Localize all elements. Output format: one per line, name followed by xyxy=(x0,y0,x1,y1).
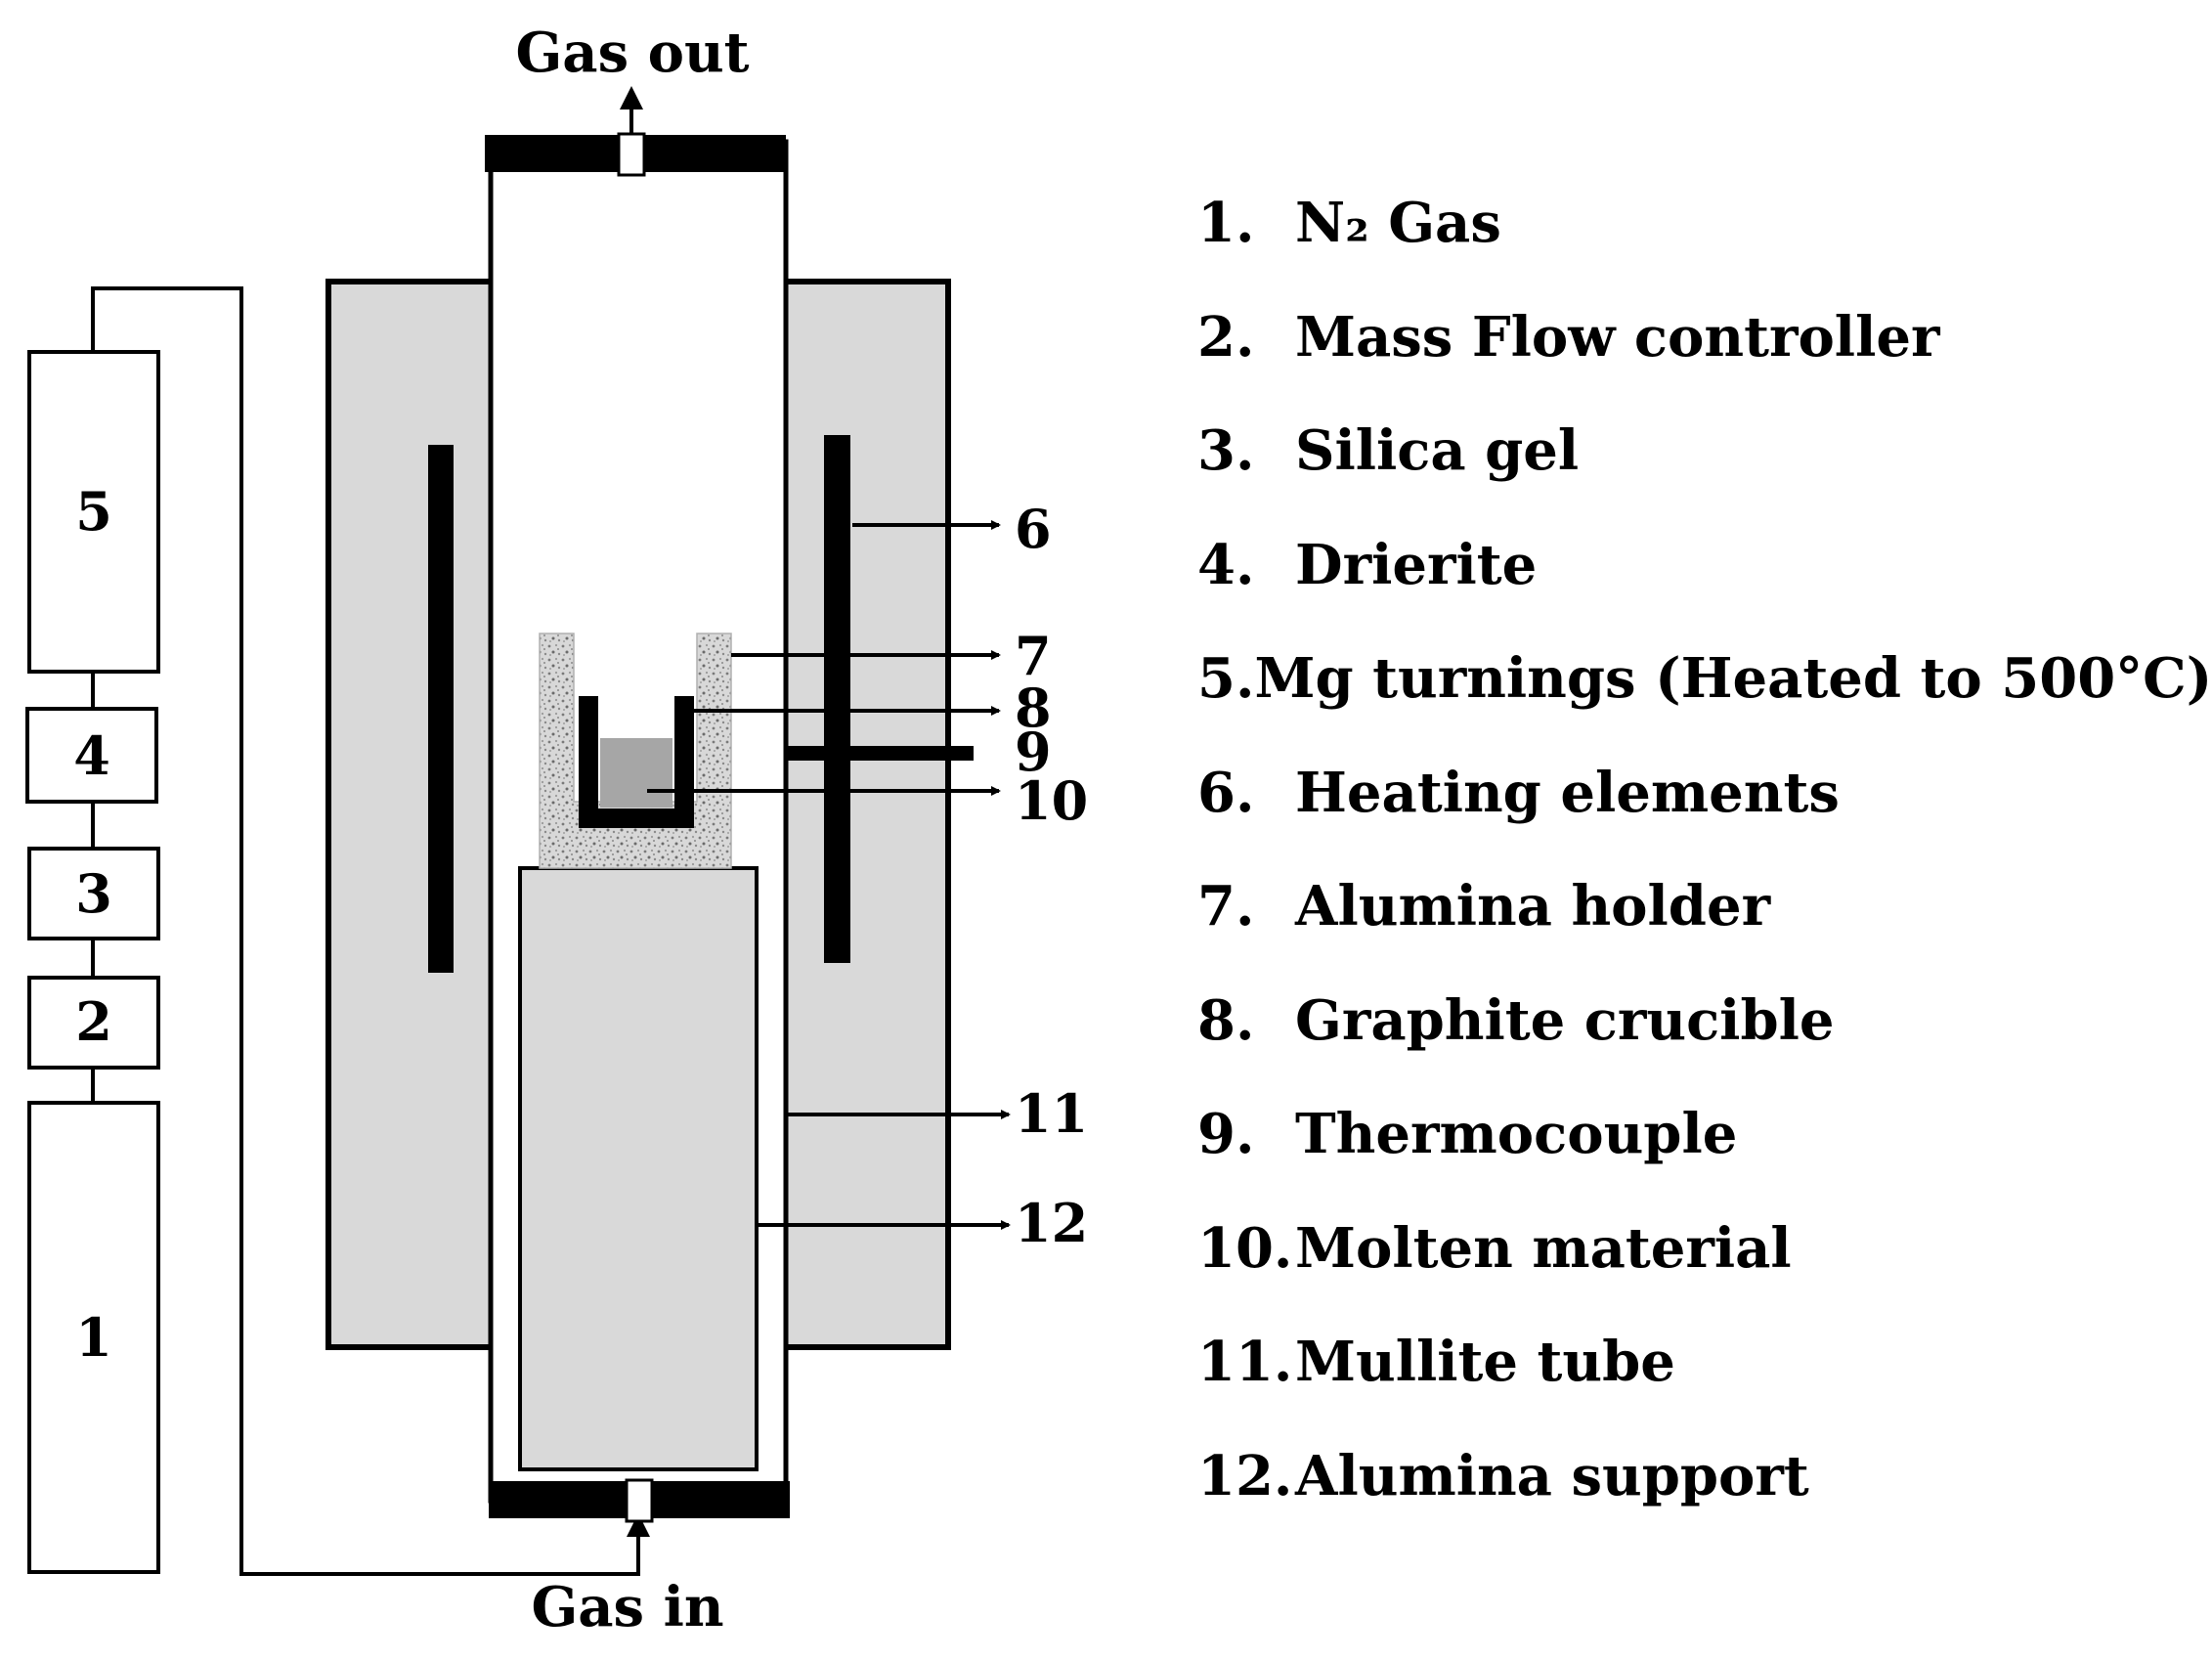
legend-num: 12. xyxy=(1197,1443,1293,1508)
legend-item: 3. Silica gel xyxy=(1197,394,2175,508)
legend-item: 12.Alumina support xyxy=(1197,1420,2175,1534)
legend-num: 11. xyxy=(1197,1330,1293,1394)
box-2-mass-flow-controller xyxy=(27,976,160,1070)
heating-element-left xyxy=(428,445,454,973)
gas-in-label: Gas in xyxy=(531,1575,723,1639)
box-5-mg-turnings xyxy=(27,350,160,674)
legend-text: Silica gel xyxy=(1295,418,1580,483)
callout-11: 11 xyxy=(1015,1082,1088,1145)
legend-text: N₂ Gas xyxy=(1295,191,1501,255)
molten-material xyxy=(600,738,672,808)
legend-num: 9. xyxy=(1197,1102,1255,1166)
legend-item: 7. Alumina holder xyxy=(1197,850,2175,964)
legend-text: Alumina support xyxy=(1295,1443,1809,1508)
legend-text: Mullite tube xyxy=(1295,1330,1675,1394)
legend-item: 9. Thermocouple xyxy=(1197,1077,2175,1192)
legend-text: Alumina holder xyxy=(1295,874,1771,939)
graphite-crucible xyxy=(579,696,694,828)
legend-item: 8. Graphite crucible xyxy=(1197,964,2175,1078)
callout-12: 12 xyxy=(1015,1192,1088,1254)
gas-in-port xyxy=(625,1478,654,1523)
legend-num: 10. xyxy=(1197,1215,1293,1281)
callout-leaders xyxy=(647,520,1011,1230)
legend-item: 2. Mass Flow controller xyxy=(1197,281,2175,395)
legend-item: 5.Mg turnings (Heated to 500°C) xyxy=(1197,622,2212,736)
furnace-left-wall xyxy=(325,279,496,1350)
legend-num: 7. xyxy=(1197,874,1255,939)
legend-item: 4. Drierite xyxy=(1197,508,2175,623)
legend-text: Drierite xyxy=(1295,532,1538,597)
heating-element-right xyxy=(824,435,850,963)
legend-text: Mg turnings (Heated to 500°C) xyxy=(1254,646,2212,711)
callout-9: 9 xyxy=(1015,721,1052,783)
legend: 1. N₂ Gas 2. Mass Flow controller 3. Silica… xyxy=(1197,166,2212,1534)
callout-7: 7 xyxy=(1015,625,1052,687)
legend-num: 6. xyxy=(1197,760,1255,825)
legend-num: 5. xyxy=(1197,646,1255,711)
box-label-1: 1 xyxy=(75,1306,112,1369)
box-3-silica-gel xyxy=(27,847,160,940)
legend-text: Heating elements xyxy=(1295,760,1840,825)
legend-text: Mass Flow controller xyxy=(1295,304,1940,370)
legend-item: 1. N₂ Gas xyxy=(1197,166,2175,281)
legend-item: 11.Mullite tube xyxy=(1197,1305,2175,1420)
gas-out-arrowhead xyxy=(620,86,643,109)
furnace-right-wall xyxy=(781,279,951,1350)
box-1-n2-gas xyxy=(27,1101,160,1574)
alumina-support xyxy=(518,866,759,1471)
callout-10: 10 xyxy=(1015,769,1088,832)
box-label-5: 5 xyxy=(75,480,112,543)
gas-tubing xyxy=(91,286,640,1576)
legend-text: Thermocouple xyxy=(1295,1102,1738,1166)
box-label-4: 4 xyxy=(73,724,110,787)
legend-text: Molten material xyxy=(1295,1215,1792,1281)
legend-num: 4. xyxy=(1197,532,1255,597)
legend-item: 10.Molten material xyxy=(1197,1192,2175,1306)
legend-num: 1. xyxy=(1197,191,1255,255)
legend-num: 8. xyxy=(1197,987,1255,1053)
gas-out-port xyxy=(617,132,646,177)
gas-in-arrowhead xyxy=(627,1513,650,1537)
legend-num: 2. xyxy=(1197,304,1255,370)
callout-8: 8 xyxy=(1015,677,1052,739)
legend-num: 3. xyxy=(1197,418,1255,483)
thermocouple xyxy=(786,746,974,761)
callout-6: 6 xyxy=(1015,498,1052,560)
gas-out-label: Gas out xyxy=(515,21,749,85)
box-4-drierite xyxy=(25,707,158,804)
box-label-3: 3 xyxy=(75,862,112,925)
legend-text: Graphite crucible xyxy=(1295,987,1835,1053)
box-label-2: 2 xyxy=(75,990,112,1053)
legend-item: 6. Heating elements xyxy=(1197,736,2175,851)
